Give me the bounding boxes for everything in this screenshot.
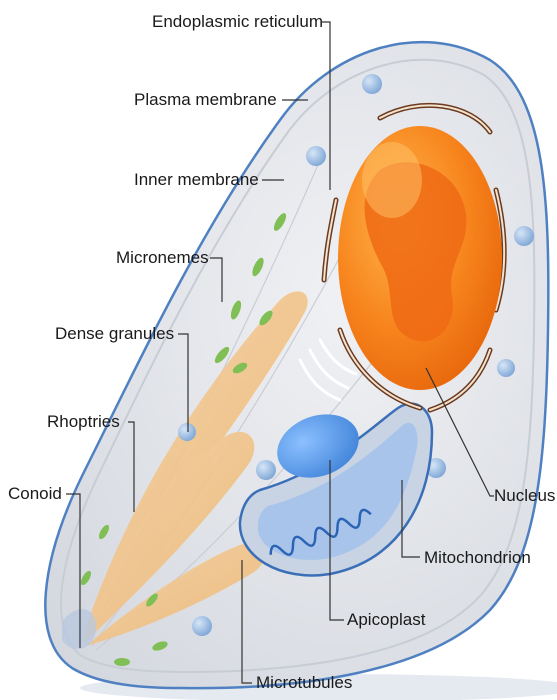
label-inner-membrane: Inner membrane: [134, 170, 259, 190]
label-micronemes: Micronemes: [116, 248, 209, 268]
label-rhoptries: Rhoptries: [47, 412, 120, 432]
label-mitochondrion: Mitochondrion: [424, 548, 531, 568]
label-plasma-membrane: Plasma membrane: [134, 90, 277, 110]
label-microtubules: Microtubules: [256, 673, 352, 693]
nucleus-shape: [338, 126, 502, 390]
label-endoplasmic-reticulum: Endoplasmic reticulum: [152, 12, 323, 32]
label-dense-granules: Dense granules: [55, 324, 174, 344]
label-nucleus: Nucleus: [494, 486, 555, 506]
label-conoid: Conoid: [8, 484, 62, 504]
label-apicoplast: Apicoplast: [347, 610, 425, 630]
